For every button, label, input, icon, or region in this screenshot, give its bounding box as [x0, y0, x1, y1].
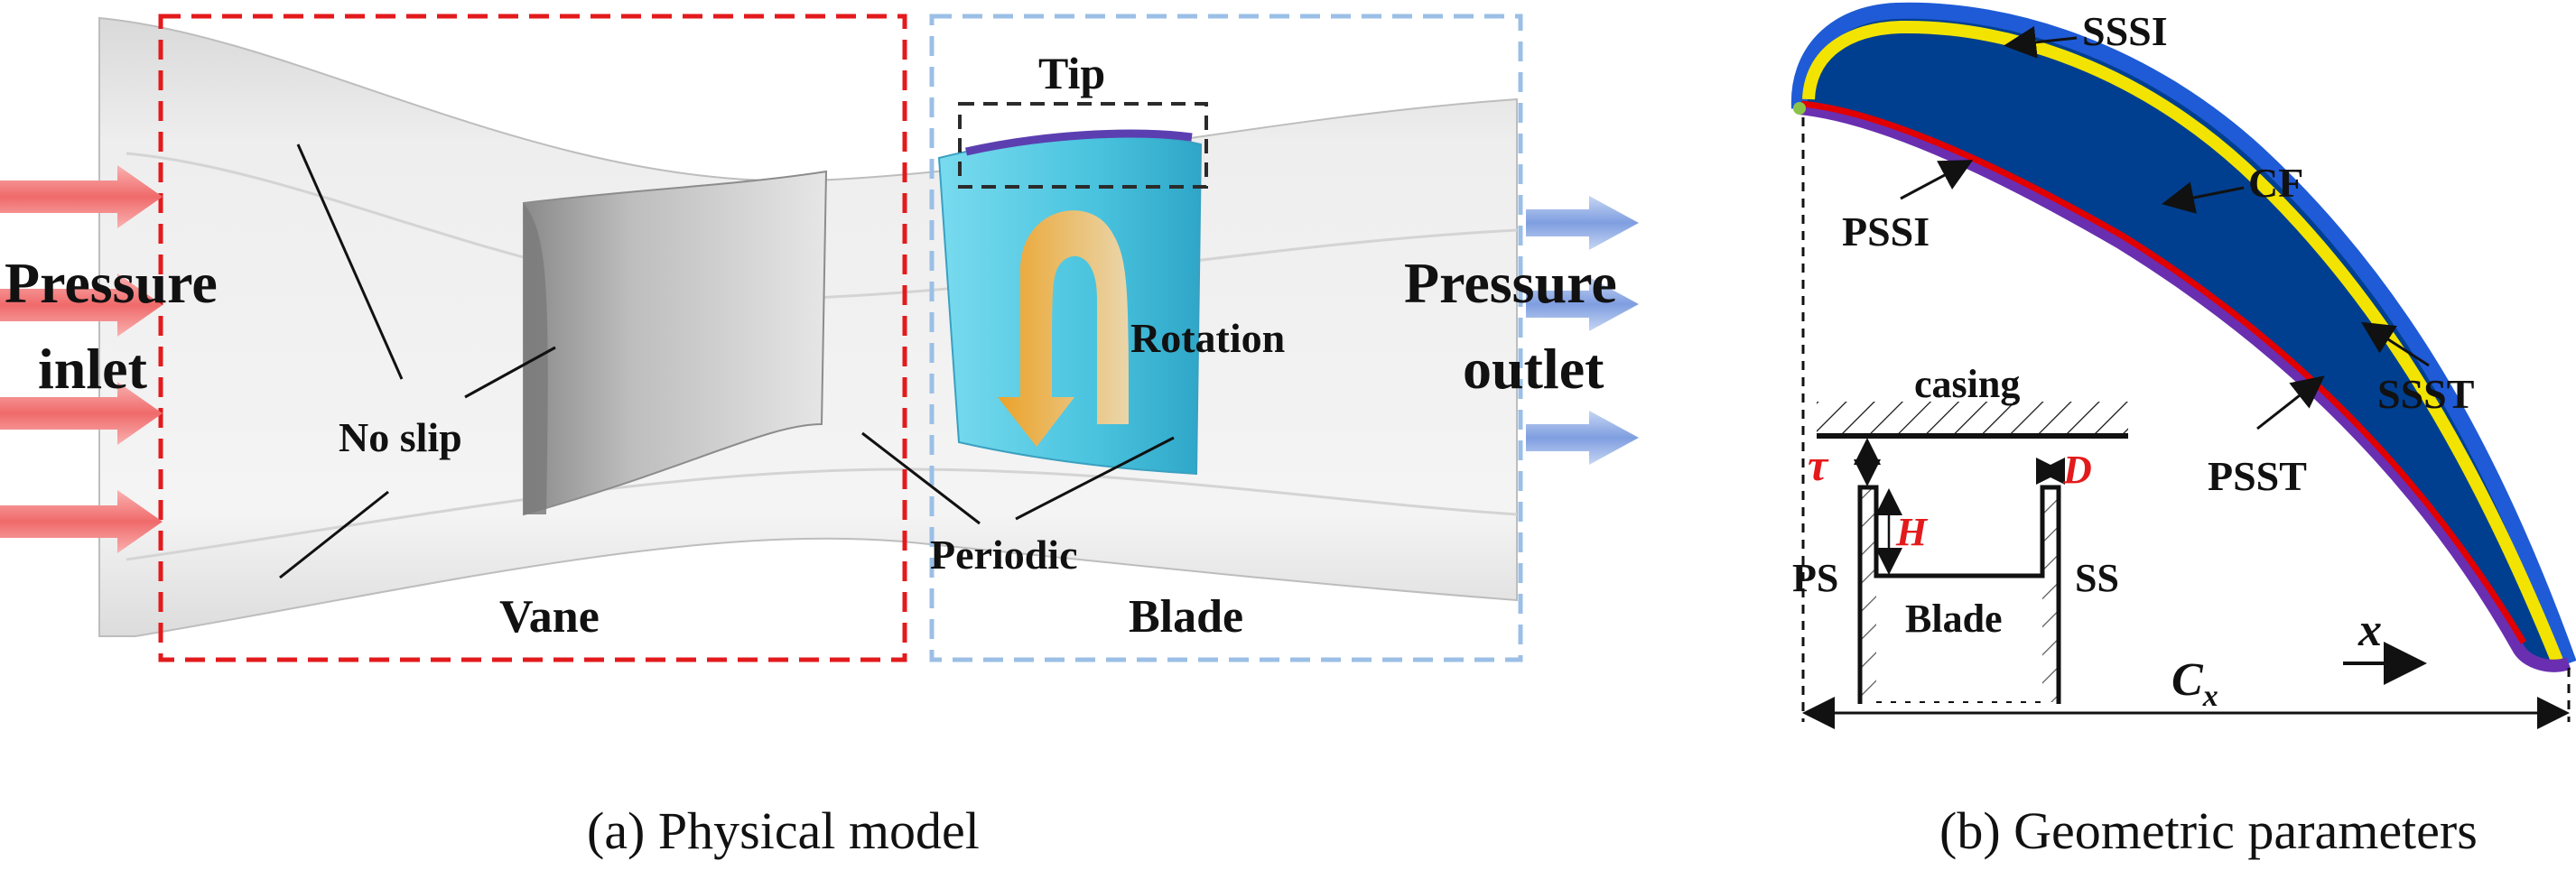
inlet-arrow-2: [0, 273, 163, 337]
tip-gap-inset: casing τ H D PS SS Blade: [1792, 362, 2128, 704]
sssi-leader: [2004, 25, 2078, 59]
outlet-arrow-2: [1526, 277, 1639, 331]
inlet-arrows: [0, 165, 163, 553]
axial-direction-label: x: [2357, 605, 2382, 656]
casing-label: casing: [1914, 362, 2020, 406]
pssi-leader: [1900, 160, 1974, 200]
cavity-depth-label: H: [1895, 510, 1929, 554]
periodic-leader-right: [1015, 436, 1175, 521]
ssst-leader: [2360, 321, 2430, 367]
no-slip-label: No slip: [339, 414, 462, 460]
inlet-arrow-1: [0, 165, 163, 228]
airfoil-body: [1799, 10, 2569, 665]
periodic-leader-left: [861, 431, 981, 525]
squealer-rim-hatch-right: [2042, 489, 2057, 702]
inlet-arrow-3: [0, 382, 163, 445]
pssi-label: PSSI: [1842, 208, 1930, 255]
periodic-label: Periodic: [930, 532, 1078, 578]
sssi-label: SSSI: [2082, 8, 2168, 54]
no-slip-leader-vane: [464, 346, 556, 399]
squealer-rim-hatch-left: [1862, 489, 1876, 702]
suction-surface-yellow-stripe: [1802, 20, 2563, 663]
outlet-arrow-3: [1526, 411, 1639, 465]
pressure-surface-red-line: [1800, 100, 2527, 644]
tip-label: Tip: [1038, 48, 1105, 98]
pressure-outlet-label-line2: outlet: [1463, 337, 1604, 401]
vane-label: Vane: [499, 591, 600, 643]
blade-region-box: [929, 14, 1523, 662]
blade-tip-surface: [965, 129, 1193, 156]
no-slip-leader-top: [296, 143, 404, 380]
panel-b-caption: (b) Geometric parameters: [1939, 801, 2478, 860]
panel-b-leaders: [1900, 25, 2430, 430]
pressure-surface-purple-outline: [1799, 102, 2571, 672]
pressure-side-label: PS: [1792, 556, 1838, 600]
ssst-label: SSST: [2377, 371, 2474, 417]
blade-body: [937, 134, 1203, 476]
pressure-outlet-label-line1: Pressure: [1404, 251, 1617, 315]
cf-label: CF: [2248, 160, 2303, 206]
psst-label: PSST: [2208, 453, 2307, 499]
panel-a-caption: (a) Physical model: [587, 801, 980, 860]
casing-hatch: [1817, 402, 2128, 436]
suction-side-label: SS: [2075, 556, 2119, 600]
rotation-arrow: [998, 210, 1129, 447]
leading-edge-point: [1793, 102, 1806, 115]
axial-chord-label: Cx: [2171, 654, 2218, 713]
squealer-tip-profile: [1857, 485, 2061, 704]
pressure-inlet-label-line2: inlet: [38, 337, 148, 401]
leader-lines: [279, 143, 1175, 579]
suction-surface-blue-outline: [1790, 2, 2576, 667]
outlet-arrows: [1526, 196, 1639, 465]
no-slip-leader-bottom: [279, 490, 389, 579]
cf-leader: [2162, 181, 2245, 214]
vane-region-box: [158, 14, 907, 662]
inset-blade-label: Blade: [1905, 597, 2003, 641]
rotation-label: Rotation: [1130, 315, 1285, 361]
blade-label: Blade: [1129, 591, 1243, 643]
psst-leader: [2256, 375, 2325, 430]
inlet-arrow-4: [0, 490, 163, 553]
panel-b: Cx x SSSI PSSI CF SSST PSST casing: [1790, 2, 2576, 860]
pressure-inlet-label-line1: Pressure: [5, 251, 218, 315]
panel-a: Pressure inlet Pressure outlet No slip T…: [0, 14, 1639, 860]
tip-region-box: [958, 102, 1208, 189]
tip-clearance-label: τ: [1808, 440, 1829, 490]
outlet-arrow-1: [1526, 196, 1639, 250]
duct-shroud-surface: [126, 467, 1518, 561]
vane-body: [523, 170, 828, 516]
rim-width-label: D: [2062, 448, 2092, 492]
